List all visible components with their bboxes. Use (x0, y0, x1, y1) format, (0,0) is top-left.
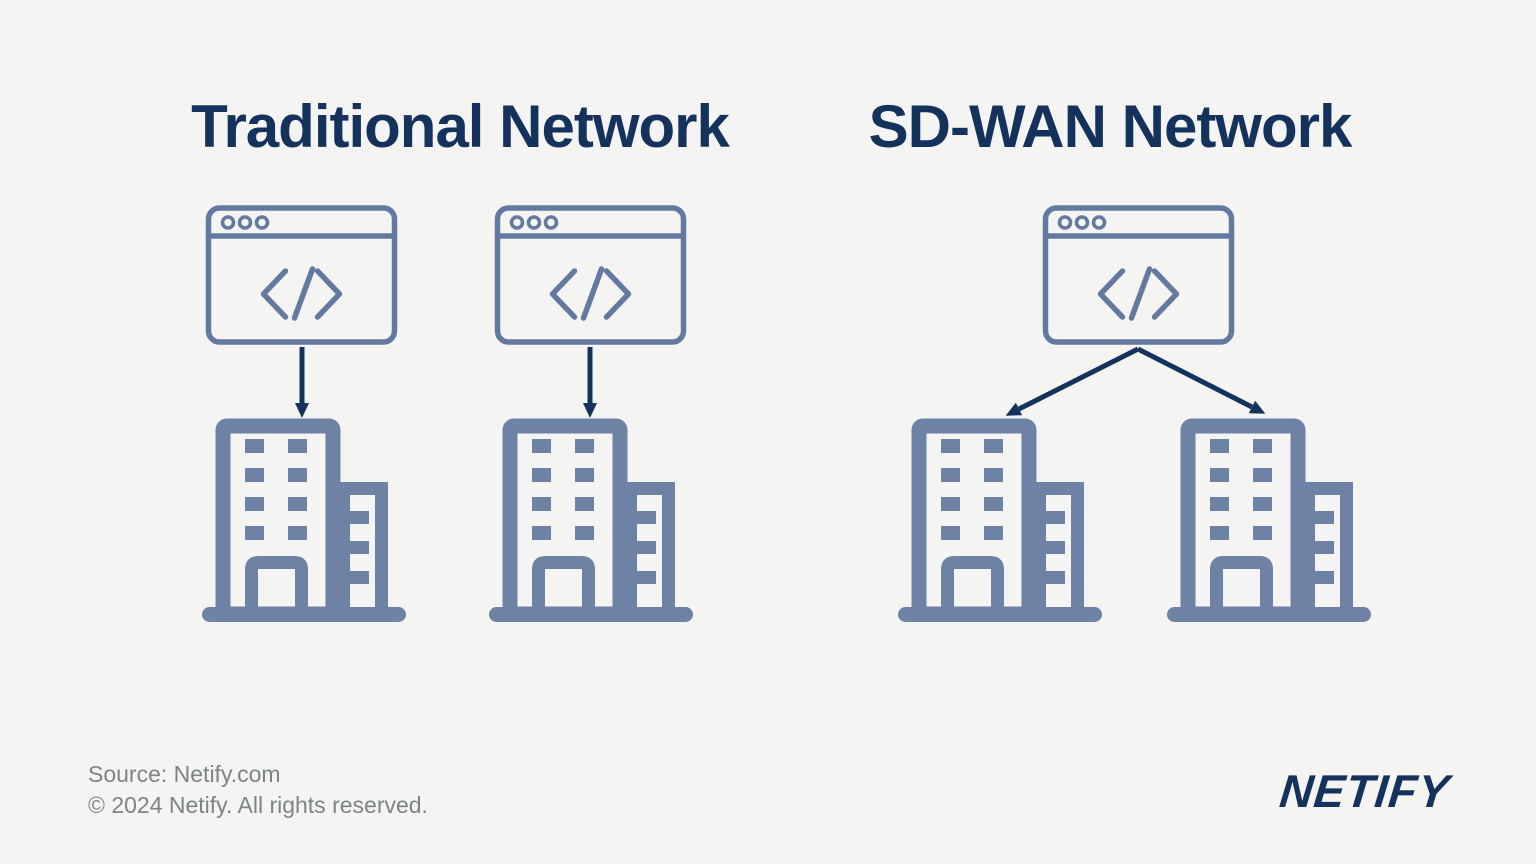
traditional-code-browser-2-icon (494, 205, 687, 345)
sdwan-code-browser-icon (1042, 205, 1235, 345)
footer-note: Source: Netify.com © 2024 Netify. All ri… (88, 759, 428, 821)
sdwan-office-building-right-icon (1167, 418, 1371, 622)
arrow-sdwan-left (1005, 346, 1140, 416)
sdwan-network-title: SD-WAN Network (868, 93, 1353, 160)
traditional-office-building-2-icon (489, 418, 693, 622)
traditional-network-title: Traditional Network (191, 93, 730, 160)
source-text: Source: Netify.com (88, 761, 281, 787)
copyright-text: © 2024 Netify. All rights reserved. (88, 792, 428, 818)
arrow-sdwan-right (1136, 346, 1266, 414)
traditional-office-building-1-icon (202, 418, 406, 622)
netify-logo: NETIFY (1277, 765, 1453, 817)
sdwan-office-building-left-icon (898, 418, 1102, 622)
traditional-code-browser-1-icon (205, 205, 398, 345)
